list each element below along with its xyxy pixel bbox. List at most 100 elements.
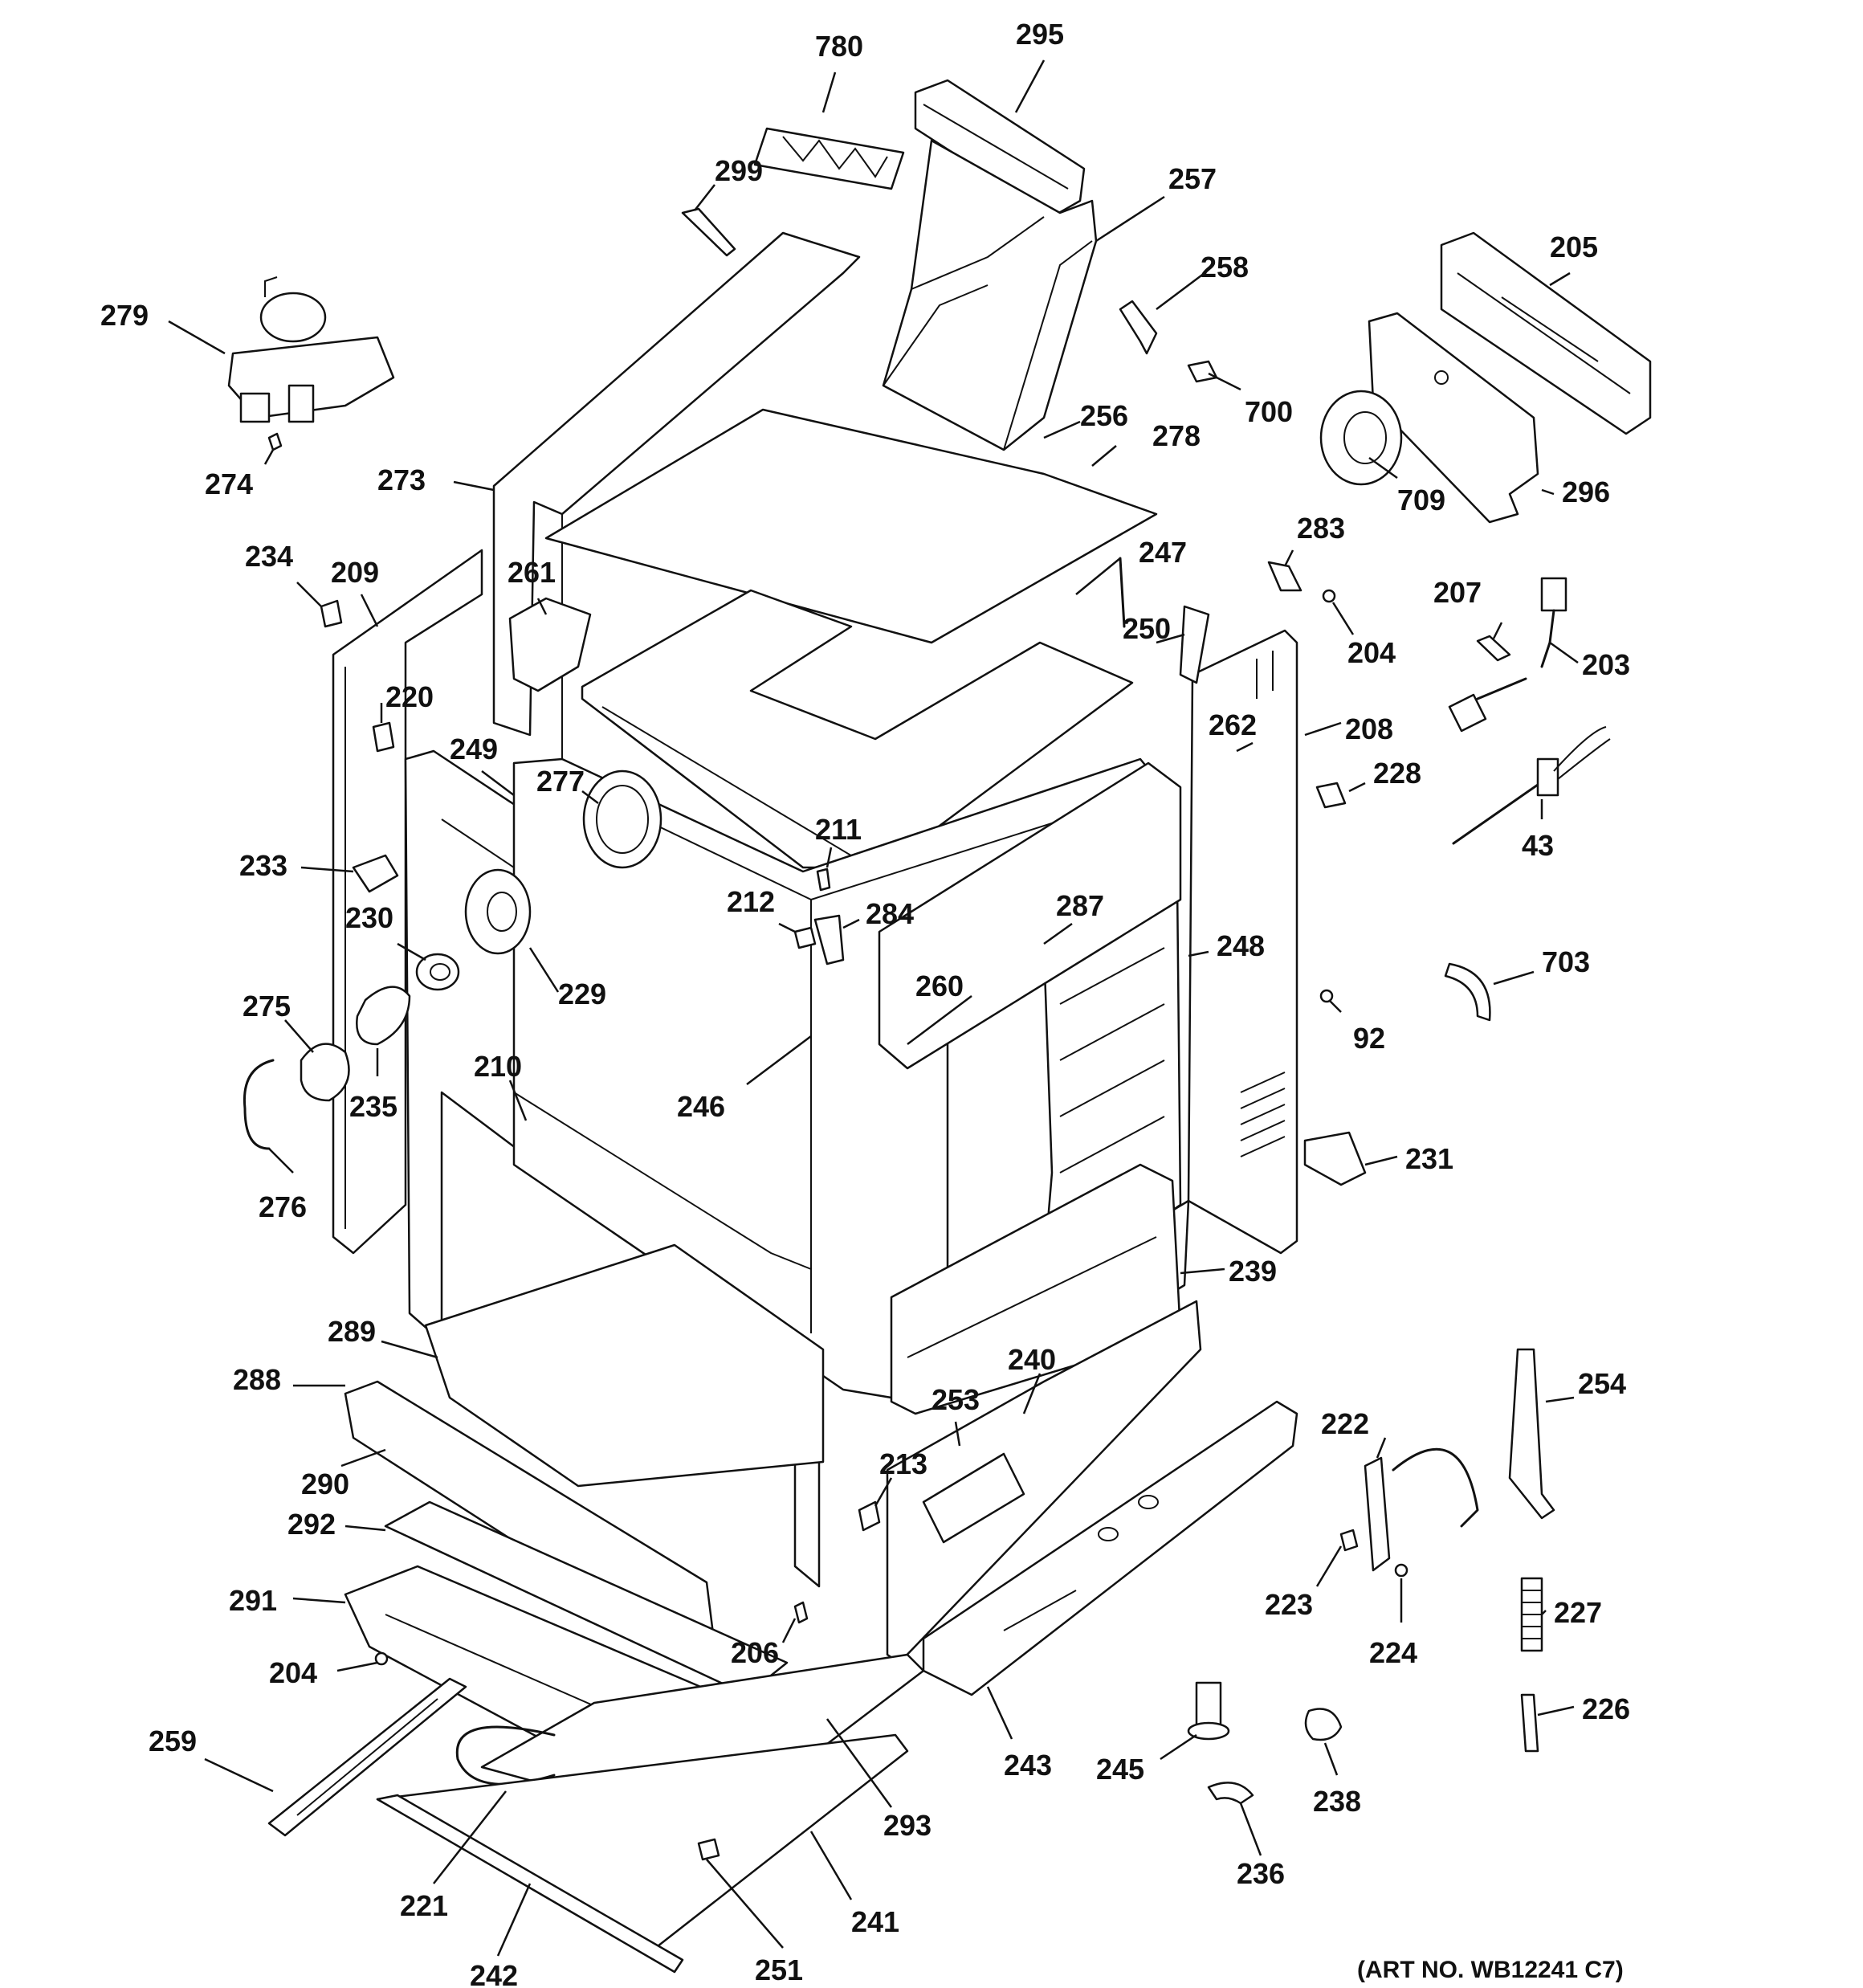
callout-230: 230	[345, 901, 393, 934]
callout-295: 295	[1016, 18, 1064, 51]
callout-240: 240	[1008, 1343, 1056, 1376]
callout-700: 700	[1245, 395, 1293, 428]
callout-235: 235	[349, 1090, 397, 1123]
callout-273: 273	[377, 463, 426, 496]
part-278-support	[544, 408, 1158, 644]
part-231-bracket	[1303, 1131, 1367, 1186]
callout-220: 220	[385, 680, 434, 713]
part-212-clip	[793, 926, 817, 949]
callout-278: 278	[1152, 419, 1201, 452]
callout-284: 284	[866, 897, 914, 930]
callout-293: 293	[883, 1809, 932, 1842]
part-245-leveler	[1187, 1681, 1230, 1741]
callout-261: 261	[508, 556, 556, 589]
callout-289: 289	[328, 1315, 376, 1348]
part-299-clip	[681, 207, 736, 257]
callout-205: 205	[1550, 231, 1598, 263]
callout-251: 251	[755, 1953, 803, 1986]
callout-249: 249	[450, 733, 498, 765]
part-213-clip	[858, 1500, 881, 1532]
callout-253: 253	[932, 1383, 980, 1416]
part-279-valve	[227, 276, 395, 423]
part-289-bottom-pan	[424, 1243, 825, 1488]
callout-258: 258	[1201, 251, 1249, 284]
callout-211: 211	[815, 813, 862, 846]
part-259-slide-rail	[267, 1677, 467, 1837]
part-204-screw-lower	[374, 1651, 389, 1666]
callout-207: 207	[1433, 576, 1482, 609]
part-238-cup	[1304, 1708, 1343, 1741]
callout-243: 243	[1004, 1749, 1052, 1782]
callout-222: 222	[1321, 1407, 1369, 1440]
part-250-bracket	[1179, 605, 1210, 684]
part-274-screw	[267, 432, 283, 451]
callout-250: 250	[1123, 612, 1171, 645]
callout-248: 248	[1217, 929, 1265, 962]
leader-lines	[168, 59, 1579, 1957]
part-284-bracket	[813, 914, 845, 965]
part-276-ring	[243, 1059, 275, 1150]
part-222-hinge	[1364, 1447, 1479, 1572]
callout-209: 209	[331, 556, 379, 589]
part-258-bracket	[1119, 300, 1158, 355]
callout-212: 212	[727, 885, 775, 918]
callout-224: 224	[1369, 1636, 1417, 1669]
callout-292: 292	[287, 1508, 336, 1541]
callout-231: 231	[1405, 1142, 1453, 1175]
callout-259: 259	[149, 1725, 197, 1757]
callout-245: 245	[1096, 1753, 1144, 1786]
callout-709: 709	[1397, 484, 1445, 516]
part-224-nut	[1394, 1563, 1408, 1578]
part-292-plate	[384, 1500, 789, 1696]
part-92-screw	[1319, 989, 1334, 1003]
callout-291: 291	[229, 1584, 277, 1617]
part-260-rail	[878, 761, 1182, 1070]
part-234-clip	[320, 599, 343, 628]
callout-262: 262	[1209, 708, 1257, 741]
callout-277: 277	[536, 765, 585, 798]
part-277-port	[582, 769, 662, 869]
part-709-plate	[1319, 390, 1403, 486]
callout-241: 241	[851, 1905, 899, 1938]
part-227-spring	[1520, 1577, 1543, 1652]
callout-43: 43	[1522, 829, 1554, 862]
part-253-frame	[886, 1300, 1202, 1664]
part-205-rear-cover	[1440, 231, 1652, 435]
part-780-vent-grille	[753, 127, 905, 190]
part-209-side-panel	[332, 549, 483, 1255]
callout-203: 203	[1582, 648, 1630, 681]
callout-276: 276	[259, 1190, 307, 1223]
callout-213: 213	[879, 1447, 927, 1480]
callout-247: 247	[1139, 536, 1187, 569]
part-211-screw	[816, 867, 831, 892]
part-275-lens	[300, 1043, 350, 1102]
part-220-clip	[372, 721, 395, 753]
part-206-screw	[793, 1601, 809, 1624]
callout-229: 229	[558, 978, 606, 1010]
part-204-screw-upper	[1322, 589, 1336, 603]
part-207-fuse	[1476, 635, 1511, 662]
callout-254: 254	[1578, 1367, 1626, 1400]
callout-227: 227	[1554, 1596, 1602, 1629]
part-230-lamp-base	[415, 953, 460, 991]
part-oven-top	[581, 589, 1134, 880]
callout-labels: 780 295 299 257 258 205 279 700 256 278 …	[100, 18, 1630, 1988]
callout-275: 275	[243, 990, 291, 1023]
callout-242: 242	[470, 1959, 518, 1988]
part-223-screw	[1339, 1529, 1359, 1552]
part-257-flue-duct	[882, 139, 1098, 451]
callout-239: 239	[1229, 1255, 1277, 1288]
callout-92: 92	[1353, 1022, 1385, 1055]
callout-703: 703	[1542, 945, 1590, 978]
callout-288: 288	[233, 1363, 281, 1396]
callout-228: 228	[1373, 757, 1421, 790]
callout-234: 234	[245, 540, 293, 573]
callout-299: 299	[715, 154, 763, 187]
callout-236: 236	[1237, 1857, 1285, 1890]
part-261-insulation	[508, 597, 592, 692]
part-236-clip	[1207, 1782, 1254, 1805]
callout-780: 780	[815, 30, 863, 63]
part-228-clip	[1315, 782, 1347, 809]
art-number: (ART NO. WB12241 C7)	[1357, 1957, 1624, 1983]
